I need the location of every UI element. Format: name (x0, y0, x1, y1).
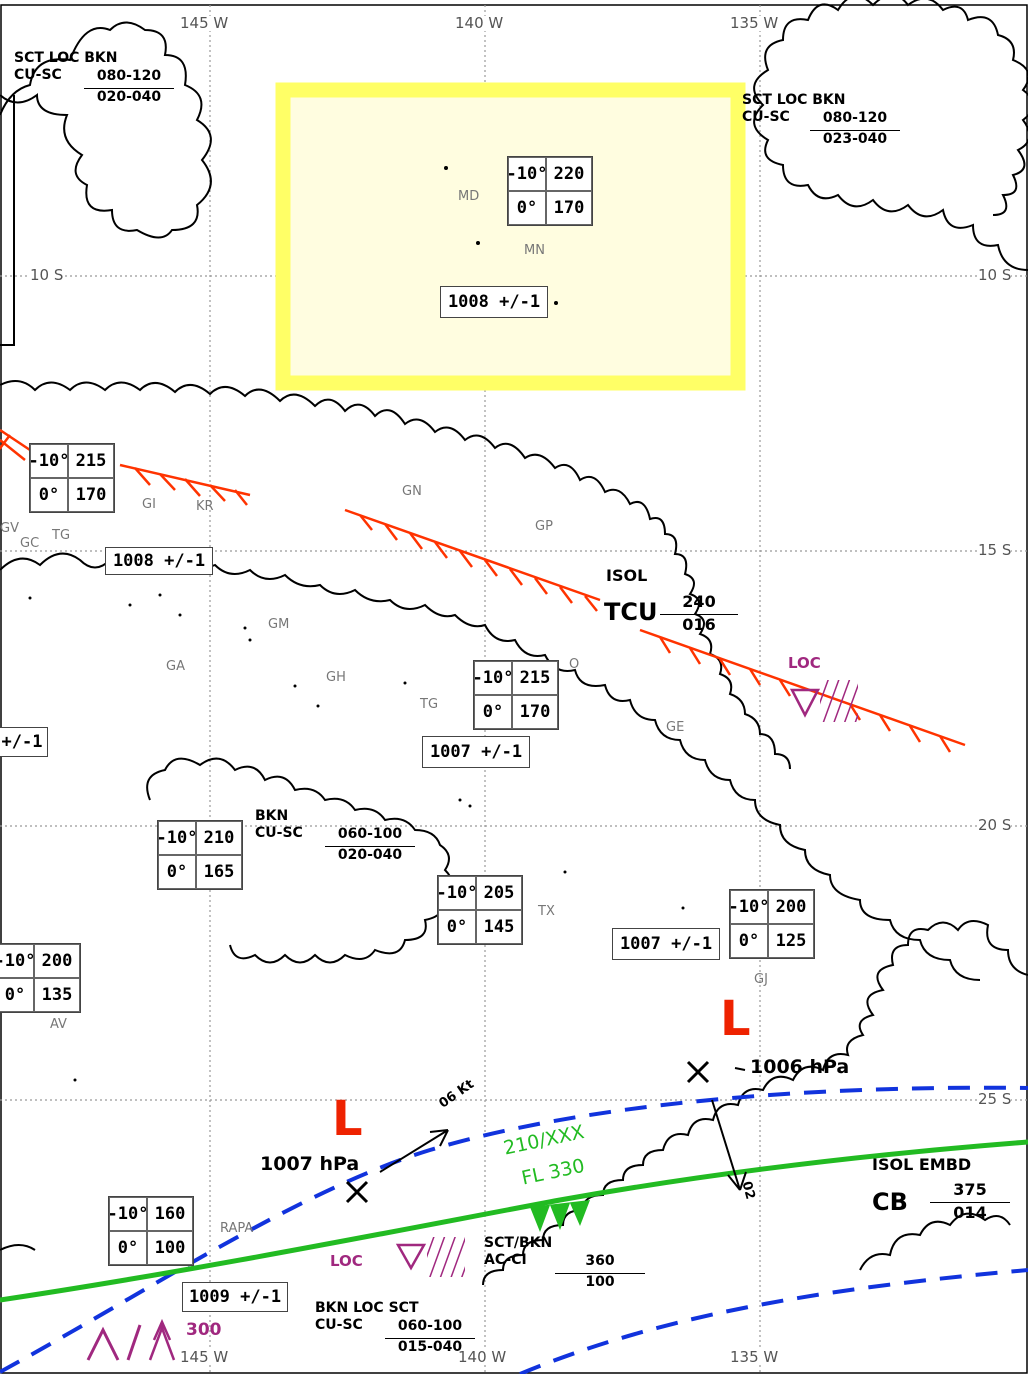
motion-arrow-s (711, 1099, 747, 1191)
low-pressure-west: 1007 hPa (260, 1153, 360, 1175)
tcu-label: TCU (604, 598, 658, 626)
pressure-box-2: 1008 +/-1 (105, 547, 213, 575)
grid-label-135w-top: 135 W (730, 14, 779, 32)
cloud-mid-levels: 060-100 020-040 (325, 826, 415, 864)
low-center-west (345, 1180, 369, 1204)
turbulence-symbols (86, 680, 858, 1361)
cb-label: CB (872, 1188, 908, 1216)
station-gc: GC (20, 536, 40, 551)
front-left-stub (0, 428, 31, 452)
grid-label-10s-right: 10 S (978, 266, 1012, 284)
station-av: AV (50, 1017, 67, 1032)
low-symbol-east: L (720, 991, 751, 1047)
cloud-sc-label: SCT/BKN AC-CI (484, 1235, 553, 1268)
loc-label-1: LOC (788, 654, 821, 672)
freezing-box-1: -10°220 0°170 (507, 156, 593, 226)
loc-label-2: LOC (330, 1252, 363, 1270)
cloud-boundary-band-upper (0, 380, 791, 770)
trop-line-lower (519, 1268, 1028, 1374)
motion-arrow-ne (379, 1129, 449, 1173)
cloud-boundary-se (482, 920, 1028, 1286)
cb-isol-label: ISOL EMBD (872, 1155, 972, 1174)
low-center-east (686, 1060, 710, 1084)
cloud-mid-label: BKN CU-SC (255, 808, 303, 841)
front-segment-3 (639, 628, 966, 747)
station-gm: GM (268, 617, 290, 632)
grid-label-15s-right: 15 S (978, 541, 1012, 559)
low-centers (345, 1060, 710, 1204)
grid-label-10s-left: 10 S (30, 266, 64, 284)
freezing-box-2: -10°215 0°170 (29, 443, 115, 513)
map-frame (0, 4, 1028, 1374)
freezing-box-7: -10°200 0°135 (0, 943, 81, 1013)
station-gh: GH (326, 670, 346, 685)
freezing-box-4: -10°210 0°165 (157, 820, 243, 890)
cloud-boundary-mid (146, 757, 453, 964)
pressure-box-5: 1009 +/-1 (182, 1282, 288, 1312)
station-ga: GA (166, 659, 185, 674)
pressure-box-3: 1007 +/-1 (422, 736, 530, 768)
grid-label-135w-bottom: 135 W (730, 1348, 779, 1366)
trop-line-upper (0, 1085, 1028, 1374)
cloud-ne-levels: 080-120 023-040 (810, 110, 900, 148)
grid-label-145w-bottom: 145 W (180, 1348, 229, 1366)
cloud-nw-label: SCT LOC BKN CU-SC (14, 50, 118, 83)
low-pressure-east: 1006 hPa (750, 1056, 850, 1078)
tropopause-lines (0, 1085, 1028, 1374)
mountain-wave-level: 300 (186, 1320, 222, 1340)
pressure-box-1: 1008 +/-1 (440, 286, 548, 318)
pressure-box-6: +/-1 (0, 727, 48, 757)
cb-levels: 375 014 (930, 1180, 1010, 1223)
station-tg-2: TG (420, 697, 439, 712)
jet-stream-line (0, 1139, 1028, 1303)
tcu-isol-label: ISOL (606, 566, 648, 585)
station-tg: TG (52, 528, 71, 543)
cloud-s-levels: 060-100 015-040 (385, 1318, 475, 1356)
highlight-area (275, 82, 746, 391)
station-gp: GP (535, 519, 553, 534)
motion-arrows (379, 1067, 747, 1191)
front-segment-2 (344, 508, 601, 602)
motion-speed-label-2: 02 (738, 1179, 758, 1202)
freezing-box-5: -10°205 0°145 (437, 875, 523, 945)
grid-label-140w-top: 140 W (455, 14, 504, 32)
station-rapa: RAPA (220, 1221, 254, 1236)
convergence-lines (0, 428, 966, 753)
station-gj: GJ (754, 972, 768, 987)
cloud-sc-levels: 360 100 (555, 1253, 645, 1291)
cloud-boundary-sw (0, 1244, 36, 1251)
station-gn: GN (402, 484, 422, 499)
station-md: MD (458, 189, 480, 204)
grid-label-25s-right: 25 S (978, 1090, 1012, 1108)
cloud-ne-label: SCT LOC BKN CU-SC (742, 92, 846, 125)
cloud-boundary-ne (753, 0, 1028, 271)
jet-wind-marker (530, 1200, 590, 1232)
station-gv: GV (0, 521, 19, 536)
grid-label-20s-right: 20 S (978, 816, 1012, 834)
station-kr: KR (196, 499, 214, 514)
station-gi: GI (142, 497, 156, 512)
station-mn: MN (524, 243, 545, 258)
pressure-box-4: 1007 +/-1 (612, 928, 720, 960)
cloud-boundary-nw (0, 21, 212, 239)
freezing-box-8: -10°160 0°100 (108, 1196, 194, 1266)
grid-label-145w-top: 145 W (180, 14, 229, 32)
cloud-s-label: BKN LOC SCT CU-SC (315, 1300, 419, 1333)
low-symbol-west: L (332, 1091, 363, 1147)
station-tx: TX (538, 904, 555, 919)
tcu-levels: 240 016 (660, 592, 738, 635)
cloud-nw-levels: 080-120 020-040 (84, 68, 174, 106)
station-o: O (569, 657, 580, 672)
left-edge-line (0, 95, 15, 346)
cloud-boundary-se-lower (859, 1212, 1011, 1271)
freezing-box-6: -10°200 0°125 (729, 889, 815, 959)
grid-label-140w-bottom: 140 W (458, 1348, 507, 1366)
freezing-box-3: -10°215 0°170 (473, 660, 559, 730)
islands (28, 166, 685, 1082)
station-ge: GE (666, 720, 685, 735)
